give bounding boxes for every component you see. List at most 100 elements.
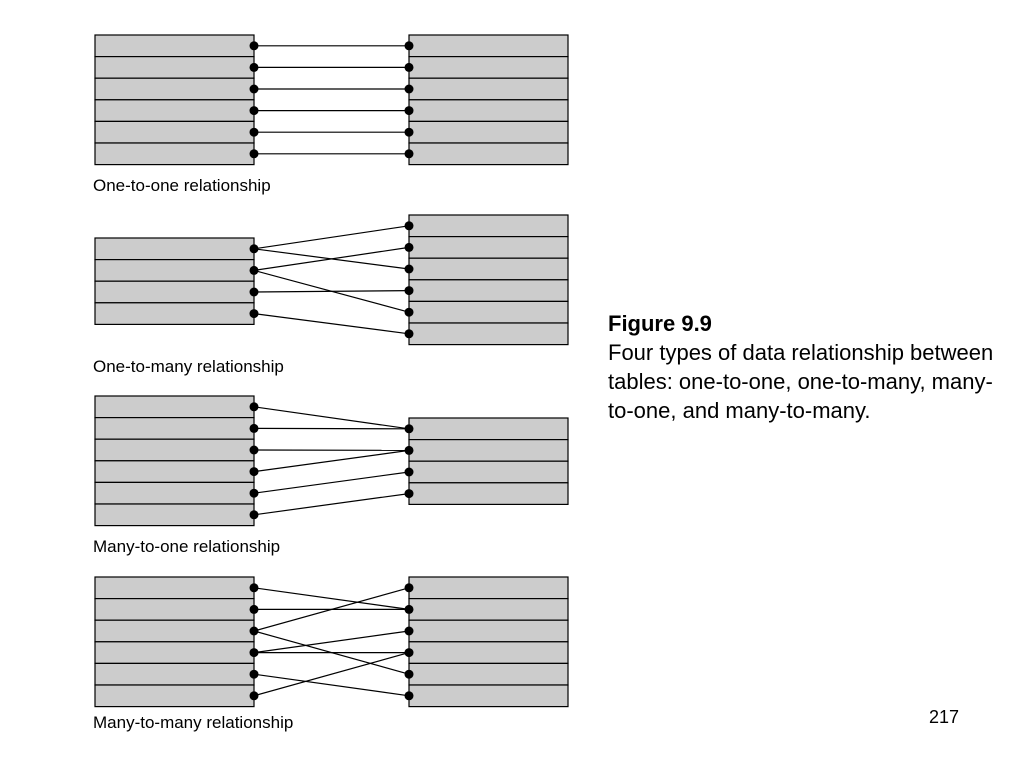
right-table-row xyxy=(408,619,569,643)
left-endpoint-dot xyxy=(249,84,259,94)
left-endpoint-dot xyxy=(249,106,259,116)
left-endpoint-dot xyxy=(249,265,259,275)
right-table-row xyxy=(408,279,569,302)
relationship-link xyxy=(253,673,410,697)
figure-caption: Figure 9.9 Four types of data relationsh… xyxy=(608,309,1008,425)
right-table-row xyxy=(408,236,569,259)
right-table-row xyxy=(408,120,569,144)
label-one-to-many: One-to-many relationship xyxy=(93,357,284,376)
right-endpoint-dot xyxy=(404,648,414,658)
right-endpoint-dot xyxy=(404,307,414,317)
left-table-row xyxy=(94,417,255,440)
figure-title: Figure 9.9 xyxy=(608,311,712,336)
left-endpoint-dot xyxy=(249,423,259,433)
relationship-link xyxy=(253,290,410,293)
relationship-link xyxy=(253,630,410,654)
right-endpoint-dot xyxy=(404,424,414,434)
right-table-row xyxy=(408,684,569,708)
right-endpoint-dot xyxy=(404,467,414,477)
right-table-row xyxy=(408,77,569,101)
right-endpoint-dot xyxy=(404,106,414,116)
left-endpoint-dot xyxy=(249,244,259,254)
left-endpoint-dot xyxy=(249,41,259,51)
relationship-link xyxy=(253,246,410,271)
left-table-row xyxy=(94,597,255,621)
left-table-row xyxy=(94,302,255,325)
right-endpoint-dot xyxy=(404,264,414,274)
right-endpoint-dot xyxy=(404,286,414,296)
right-table-row xyxy=(408,257,569,281)
relationship-link xyxy=(253,587,410,632)
right-endpoint-dot xyxy=(404,41,414,51)
left-endpoint-dot xyxy=(249,62,259,72)
right-endpoint-dot xyxy=(404,329,414,339)
right-endpoint-dot xyxy=(404,84,414,94)
left-endpoint-dot xyxy=(249,467,259,477)
right-table-row xyxy=(408,142,569,166)
left-table-row xyxy=(94,99,255,123)
right-endpoint-dot xyxy=(404,445,414,455)
right-table-row xyxy=(408,482,569,505)
diagram-2 xyxy=(94,214,569,346)
right-table-row xyxy=(408,641,569,664)
left-table-row xyxy=(94,395,255,419)
label-one-to-one: One-to-one relationship xyxy=(93,176,271,195)
right-endpoint-dot xyxy=(404,583,414,593)
left-table-row xyxy=(94,438,255,462)
right-table-row xyxy=(408,417,569,441)
left-endpoint-dot xyxy=(249,488,259,498)
left-table-row xyxy=(94,120,255,144)
right-endpoint-dot xyxy=(404,669,414,679)
right-table-row xyxy=(408,34,569,58)
relationship-link xyxy=(253,225,410,250)
left-endpoint-dot xyxy=(249,648,259,658)
right-endpoint-dot xyxy=(404,127,414,137)
left-table-row xyxy=(94,259,255,282)
right-table-row xyxy=(408,300,569,324)
left-table-row xyxy=(94,641,255,664)
right-table-row xyxy=(408,662,569,686)
diagram-4 xyxy=(94,576,569,708)
right-table-row xyxy=(408,55,569,79)
left-table-row xyxy=(94,576,255,600)
right-endpoint-dot xyxy=(404,604,414,614)
right-endpoint-dot xyxy=(404,149,414,159)
left-endpoint-dot xyxy=(249,604,259,614)
right-endpoint-dot xyxy=(404,626,414,636)
left-table-row xyxy=(94,662,255,686)
left-endpoint-dot xyxy=(249,583,259,593)
left-endpoint-dot xyxy=(249,402,259,412)
left-endpoint-dot xyxy=(249,445,259,455)
left-endpoint-dot xyxy=(249,669,259,679)
right-table-row xyxy=(408,214,569,238)
right-endpoint-dot xyxy=(404,62,414,72)
right-table-row xyxy=(408,576,569,600)
diagram-1 xyxy=(94,34,569,166)
left-table-row xyxy=(94,460,255,483)
right-endpoint-dot xyxy=(404,221,414,231)
relationship-link xyxy=(253,449,410,473)
left-table-row xyxy=(94,55,255,79)
left-table-row xyxy=(94,142,255,166)
left-endpoint-dot xyxy=(249,127,259,137)
page-number: 217 xyxy=(929,707,960,727)
relationship-link xyxy=(253,313,410,335)
left-table-row xyxy=(94,503,255,527)
left-endpoint-dot xyxy=(249,691,259,701)
right-table-row xyxy=(408,99,569,123)
relationship-link xyxy=(253,493,410,516)
label-many-to-many: Many-to-many relationship xyxy=(93,713,294,732)
relationship-link xyxy=(253,406,410,430)
label-many-to-one: Many-to-one relationship xyxy=(93,537,281,556)
left-table-row xyxy=(94,280,255,304)
right-table-row xyxy=(408,322,569,346)
right-endpoint-dot xyxy=(404,489,414,499)
diagram-3 xyxy=(94,395,569,527)
left-table-row xyxy=(94,237,255,261)
relationship-link xyxy=(253,652,410,697)
left-endpoint-dot xyxy=(249,510,259,520)
left-endpoint-dot xyxy=(249,149,259,159)
relationship-link xyxy=(253,587,410,610)
left-table-row xyxy=(94,77,255,101)
